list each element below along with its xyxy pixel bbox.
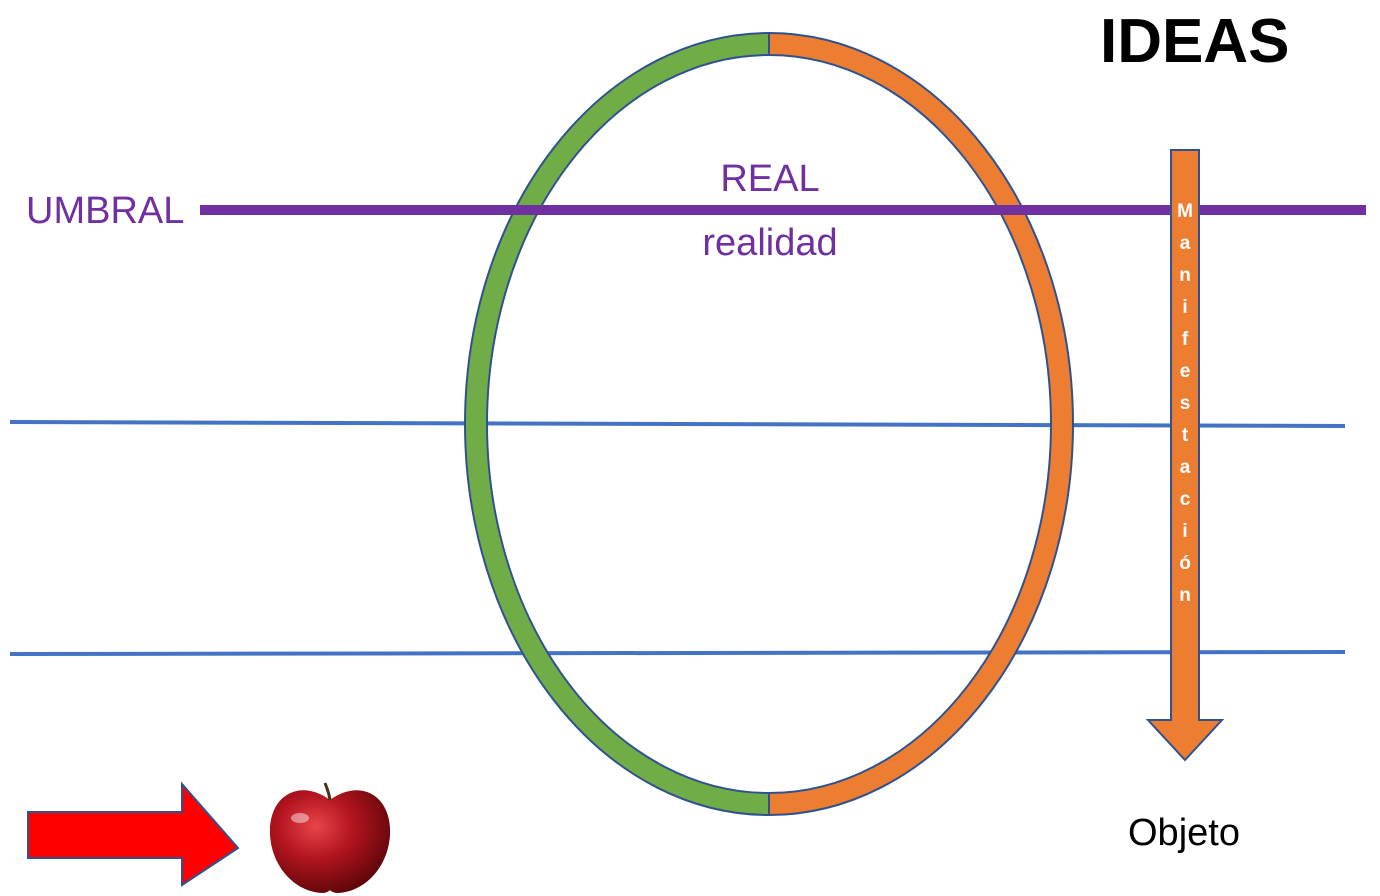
- manifestation-arrow: [1145, 149, 1225, 762]
- threshold-label: UMBRAL: [26, 190, 185, 232]
- object-label: Objeto: [1128, 812, 1240, 854]
- manifestation-letter: n: [1179, 585, 1191, 606]
- manifestation-letter: ó: [1179, 553, 1191, 574]
- manifestation-letter: i: [1182, 297, 1188, 318]
- manifestation-letter: t: [1181, 425, 1189, 446]
- red-arrow-icon: [27, 781, 240, 887]
- manifestation-letter: M: [1177, 201, 1193, 222]
- level-line-1: [9, 420, 1346, 428]
- manifestation-letter: n: [1179, 265, 1191, 286]
- manifestation-letter: f: [1181, 329, 1189, 350]
- level-line-2: [9, 650, 1346, 656]
- page-title: IDEAS: [1100, 7, 1290, 76]
- manifestation-letter: c: [1179, 489, 1191, 510]
- manifestation-letter: s: [1179, 393, 1191, 414]
- ring-left-half: [465, 33, 769, 815]
- reality-ring: [464, 32, 1074, 816]
- manifestation-letter: e: [1179, 361, 1191, 382]
- manifestation-letter: i: [1182, 521, 1188, 542]
- ring-right-half: [769, 33, 1073, 815]
- manifestation-letter: a: [1179, 233, 1191, 254]
- manifestation-letter: a: [1179, 457, 1191, 478]
- real-label: REAL: [720, 158, 820, 200]
- apple-icon: [269, 782, 391, 893]
- reality-label: realidad: [702, 222, 838, 264]
